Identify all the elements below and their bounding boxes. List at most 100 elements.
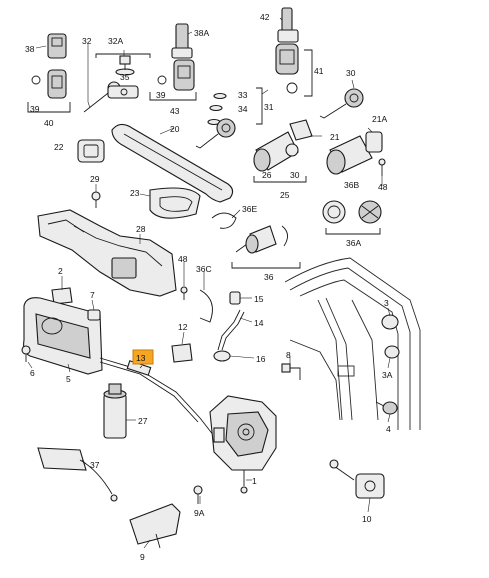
- callout-9: 9: [140, 552, 145, 562]
- callout-36: 36: [264, 272, 274, 282]
- lubricant-can-27: [103, 383, 127, 439]
- callout-43: 43: [170, 106, 180, 116]
- callout-16: 16: [256, 354, 266, 364]
- grommet-16: [213, 350, 231, 362]
- callout-4: 4: [386, 424, 391, 434]
- screw-6: [21, 345, 31, 362]
- screws-33-34: [207, 92, 227, 126]
- key-38A: [171, 23, 193, 59]
- callout-39-mid: 39: [156, 90, 166, 100]
- bracket-36A: [325, 228, 381, 235]
- callout-29: 29: [90, 174, 100, 184]
- key-30a: [319, 88, 364, 119]
- leader-lines: [27, 17, 391, 549]
- rod-14: [217, 309, 245, 351]
- callout-33: 33: [238, 90, 248, 100]
- bracket-40: [27, 102, 71, 113]
- callout-5: 5: [66, 374, 71, 384]
- callout-48-top: 48: [378, 182, 388, 192]
- door-handle-20: [111, 123, 234, 203]
- callout-23: 23: [130, 188, 140, 198]
- clip-7: [87, 309, 101, 321]
- callout-40: 40: [44, 118, 54, 128]
- cap-3: [381, 314, 399, 330]
- callout-10: 10: [362, 514, 372, 524]
- screw-48-mid: [180, 286, 188, 300]
- callout-39-left: 39: [30, 104, 40, 114]
- highlight-box-13: [132, 349, 154, 365]
- lock-cylinder-21: [253, 119, 313, 172]
- callout-48-mid: 48: [178, 254, 188, 264]
- striker-10: [329, 459, 385, 499]
- callout-36B: 36B: [344, 180, 359, 190]
- bracket-2: [51, 287, 73, 305]
- screw-9A: [193, 485, 203, 504]
- callout-38: 38: [25, 44, 35, 54]
- lock-cylinder-36B: [326, 131, 383, 175]
- bracket-36: [231, 262, 301, 269]
- callout-21: 21: [330, 132, 340, 142]
- callout-13: 13: [136, 353, 146, 363]
- bracket-26-30: [253, 176, 307, 183]
- callout-8: 8: [286, 350, 291, 360]
- bracket-43: [149, 92, 197, 101]
- callout-27: 27: [138, 416, 148, 426]
- callout-26: 26: [262, 170, 272, 180]
- key-32: [83, 81, 139, 113]
- callout-28: 28: [136, 224, 146, 234]
- gasket-23: [149, 187, 201, 219]
- gasket-22: [77, 139, 105, 163]
- clip-12: [171, 343, 193, 363]
- door-lock-1: [209, 395, 277, 494]
- callout-32A: 32A: [108, 36, 123, 46]
- callout-42: 42: [260, 12, 270, 22]
- callout-9A: 9A: [194, 508, 205, 518]
- handle-carrier-28: [37, 209, 177, 297]
- callout-31: 31: [264, 102, 274, 112]
- bracket-32A: [95, 53, 151, 58]
- screw-29: [91, 191, 101, 208]
- bracket-31: [256, 87, 263, 125]
- callout-30-top: 30: [346, 68, 356, 78]
- grommet-15: [229, 291, 241, 305]
- callout-6: 6: [30, 368, 35, 378]
- callout-7: 7: [90, 290, 95, 300]
- door-frame-outline: [284, 257, 421, 430]
- callout-41: 41: [314, 66, 324, 76]
- callout-labels: 38 39 40 32 32A 35 38A 39 43 33 3 4 31 42…: [25, 12, 393, 562]
- key-remote-39: [31, 69, 67, 99]
- callout-30-mid: 30: [290, 170, 300, 180]
- callout-15: 15: [254, 294, 264, 304]
- callout-32: 32: [82, 36, 92, 46]
- callout-3: 3: [384, 298, 389, 308]
- callout-3A: 3A: [382, 370, 393, 380]
- cable-clip-36C: [199, 289, 213, 323]
- callout-22: 22: [54, 142, 64, 152]
- callout-2: 2: [58, 266, 63, 276]
- bolt-8: [281, 363, 301, 380]
- callout-35: 35: [120, 72, 130, 82]
- screw-35: [115, 55, 135, 76]
- inner-handle-5: [23, 297, 103, 375]
- tool-37: [37, 447, 118, 502]
- callout-38A: 38A: [194, 28, 209, 38]
- bracket-41: [304, 49, 313, 97]
- callout-14: 14: [254, 318, 264, 328]
- callout-20: 20: [170, 124, 180, 134]
- key-30b: [195, 118, 236, 149]
- lock-cylinder-36: [235, 225, 288, 254]
- screw-48-top: [378, 158, 386, 176]
- callout-36A: 36A: [346, 238, 361, 248]
- caps-36A: [322, 200, 382, 224]
- callout-12: 12: [178, 322, 188, 332]
- callout-36E: 36E: [242, 204, 257, 214]
- bracket-9: [129, 503, 181, 549]
- key-blank-38: [47, 33, 67, 59]
- callout-21A: 21A: [372, 114, 387, 124]
- callout-1: 1: [252, 476, 257, 486]
- callout-25: 25: [280, 190, 290, 200]
- screw-4: [375, 401, 398, 415]
- ring-36E: [211, 212, 237, 229]
